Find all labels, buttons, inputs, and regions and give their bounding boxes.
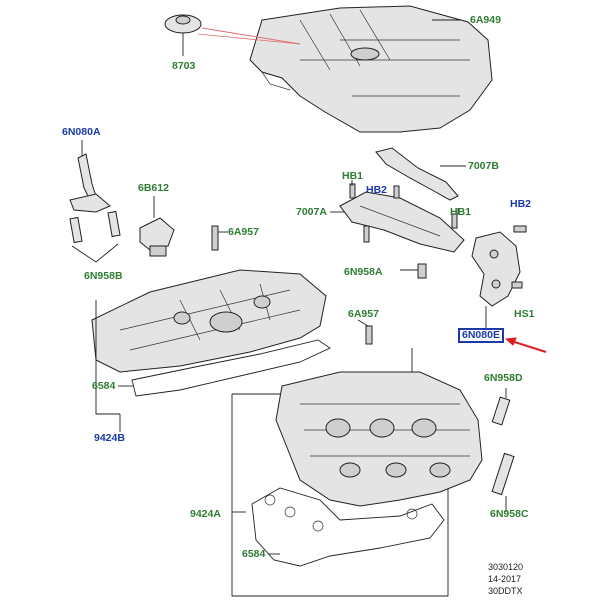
label-HB1-top: HB1: [342, 170, 364, 182]
oil-filler-cap-part: [164, 14, 202, 56]
bracket-6N080E-part: [471, 231, 521, 307]
label-HB2-right: HB2: [510, 198, 532, 210]
label-7007A: 7007A: [296, 206, 327, 218]
label-6N958A: 6N958A: [344, 266, 383, 278]
seal-6N958A-part: [417, 263, 427, 279]
bracket-9424B: [95, 300, 121, 432]
label-7007B: 7007B: [468, 160, 499, 172]
label-HB1-right: HB1: [450, 206, 472, 218]
label-HS1: HS1: [514, 308, 535, 320]
label-6A949: 6A949: [470, 14, 501, 26]
engine-cover-part: [249, 5, 493, 133]
label-9424A: 9424A: [190, 508, 221, 520]
bolts-upper-part: [349, 183, 458, 243]
cam-cover-gasket-part: [131, 339, 331, 397]
label-8703: 8703: [172, 60, 196, 72]
oil-filler-neck-part: [139, 217, 175, 257]
reference-line-3: 30DDTX: [488, 586, 523, 596]
label-6N958B: 6N958B: [84, 270, 123, 282]
head-gasket-part: [251, 487, 445, 567]
label-9424B: 9424B: [94, 432, 125, 444]
label-6N958C: 6N958C: [490, 508, 529, 520]
label-6B612: 6B612: [138, 182, 169, 194]
label-6A957-mid: 6A957: [348, 308, 379, 320]
label-6584-bottom: 6584: [242, 548, 266, 560]
label-6A957-top: 6A957: [228, 226, 259, 238]
pink-leader-8703-b: [197, 33, 301, 45]
label-6N080A: 6N080A: [62, 126, 101, 138]
label-HB2-left: HB2: [366, 184, 388, 196]
bolt-HB2-right-part: [513, 225, 527, 233]
cylinder-head-part: [275, 371, 483, 507]
label-6N958D: 6N958D: [484, 372, 523, 384]
seal-6N958D-part: [491, 396, 511, 426]
bolt-6A957-top-part: [211, 225, 219, 251]
pink-leader-8703: [201, 27, 301, 45]
label-6N080E-highlighted: 6N080E: [458, 328, 504, 343]
injector-seals-part: [69, 210, 121, 244]
label-6584-top: 6584: [92, 380, 116, 392]
reference-line-2: 14-2017: [488, 574, 522, 584]
seal-6N958C-part: [491, 452, 515, 496]
bolt-HS1-part: [511, 281, 523, 289]
bracket-7007B-part: [375, 147, 459, 201]
cam-cover-part: [91, 269, 327, 373]
fuel-injector-part: [69, 153, 111, 213]
reference-line-1: 3030120: [488, 562, 524, 572]
bracket-7007A-part: [339, 191, 465, 253]
bolt-6A957-mid-part: [365, 325, 373, 345]
